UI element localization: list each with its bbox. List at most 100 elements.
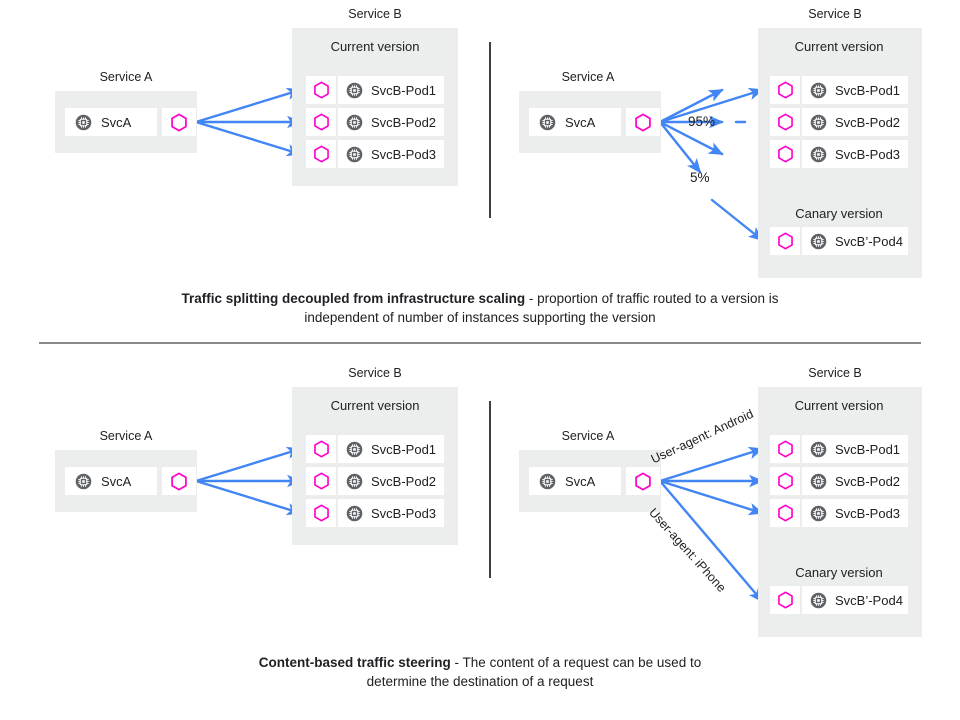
- current-version-label-top-right: Current version: [794, 39, 884, 54]
- service-b-label-top-left: Service B: [348, 7, 402, 21]
- pod-name: SvcB-Pod3: [835, 146, 901, 162]
- edge-label-user-agent-android: User-agent: Android: [648, 406, 756, 467]
- svca-mesh-sidecar-top-right[interactable]: [626, 108, 660, 136]
- arrow-b-to-pod3: [194, 479, 302, 516]
- caption-line2-1: independent of number of instances suppo…: [304, 310, 656, 325]
- pod-card[interactable]: SvcB-Pod1: [338, 435, 444, 463]
- hexagon-icon: [635, 471, 651, 491]
- chip-icon: [810, 441, 827, 457]
- svca-card-top-right[interactable]: SvcA: [529, 108, 621, 136]
- canary-version-label-top-right: Canary version: [795, 206, 883, 221]
- hexagon-icon: [777, 81, 793, 99]
- chip-icon: [75, 473, 92, 489]
- pod-name: SvcB’-Pod4: [835, 592, 903, 608]
- chip-icon: [810, 114, 827, 130]
- arrow-b-to-pod1: [194, 446, 302, 483]
- pod-mesh-cell[interactable]: [770, 499, 800, 527]
- service-a-label-bottom-right: Service A: [561, 429, 615, 443]
- service-a-label-top-left: Service A: [99, 70, 153, 84]
- svca-mesh-sidecar-bottom-left[interactable]: [162, 467, 196, 495]
- arrow-ua-to-pod3: [658, 479, 764, 516]
- pod-mesh-cell[interactable]: [306, 467, 336, 495]
- pod-mesh-cell[interactable]: [306, 499, 336, 527]
- chip-icon: [539, 114, 556, 130]
- svca-card-bottom-right[interactable]: SvcA: [529, 467, 621, 495]
- hexagon-icon: [777, 504, 793, 522]
- service-a-label-bottom-left: Service A: [99, 429, 153, 443]
- hexagon-icon: [313, 145, 329, 163]
- hexagon-icon: [777, 145, 793, 163]
- chip-icon: [75, 114, 92, 130]
- pod-card[interactable]: SvcB-Pod2: [338, 467, 444, 495]
- traffic-percent-canary: 5%: [690, 170, 710, 185]
- chip-icon: [810, 473, 827, 489]
- pod-card[interactable]: SvcB-Pod3: [802, 140, 908, 168]
- pod-mesh-cell[interactable]: [306, 76, 336, 104]
- chip-icon: [346, 441, 363, 457]
- pod-mesh-cell[interactable]: [770, 467, 800, 495]
- pod-mesh-cell[interactable]: [306, 108, 336, 136]
- pod-name: SvcB-Pod1: [371, 441, 437, 457]
- hexagon-icon: [313, 81, 329, 99]
- caption-line2-2: determine the destination of a request: [366, 674, 594, 689]
- service-b-label-top-right: Service B: [808, 7, 862, 21]
- edge-label-user-agent-iphone: User-agent: iPhone: [646, 505, 729, 595]
- pod-mesh-cell[interactable]: [770, 140, 800, 168]
- pod-name: SvcB-Pod1: [835, 82, 901, 98]
- hexagon-icon: [777, 440, 793, 458]
- svca-name-top-left: SvcA: [101, 114, 132, 130]
- arrow-5-to-pod4: [710, 198, 764, 242]
- chip-icon: [539, 473, 556, 489]
- pod-card-canary[interactable]: SvcB’-Pod4: [802, 227, 908, 255]
- hexagon-icon: [777, 472, 793, 490]
- hexagon-icon: [171, 471, 187, 491]
- pod-mesh-cell[interactable]: [770, 586, 800, 614]
- chip-icon: [346, 82, 363, 98]
- chip-icon: [810, 146, 827, 162]
- svca-name-bottom-left: SvcA: [101, 473, 132, 489]
- section-divider: [39, 342, 921, 344]
- pod-mesh-cell[interactable]: [770, 227, 800, 255]
- pod-name: SvcB-Pod3: [835, 505, 901, 521]
- pod-name: SvcB-Pod2: [835, 114, 901, 130]
- arrow-to-pod1: [194, 87, 302, 124]
- pod-card[interactable]: SvcB-Pod3: [338, 140, 444, 168]
- pod-card[interactable]: SvcB-Pod3: [338, 499, 444, 527]
- pod-card[interactable]: SvcB-Pod3: [802, 499, 908, 527]
- svca-mesh-sidecar-top-left[interactable]: [162, 108, 196, 136]
- pod-name: SvcB-Pod3: [371, 505, 437, 521]
- pod-mesh-cell[interactable]: [306, 435, 336, 463]
- chip-icon: [346, 473, 363, 489]
- pod-card[interactable]: SvcB-Pod2: [802, 108, 908, 136]
- chip-icon: [810, 82, 827, 98]
- pod-card[interactable]: SvcB-Pod1: [802, 435, 908, 463]
- caption-bold-1: Traffic splitting decoupled from infrast…: [181, 291, 526, 306]
- current-version-label-bottom-right: Current version: [794, 398, 884, 413]
- hexagon-icon: [635, 112, 651, 132]
- svca-card-bottom-left[interactable]: SvcA: [65, 467, 157, 495]
- chip-icon: [810, 592, 827, 608]
- hexagon-icon: [313, 504, 329, 522]
- hexagon-icon: [171, 112, 187, 132]
- pod-card[interactable]: SvcB-Pod1: [338, 76, 444, 104]
- hexagon-icon: [313, 440, 329, 458]
- pod-card[interactable]: SvcB-Pod2: [802, 467, 908, 495]
- current-version-label-top-left: Current version: [330, 39, 420, 54]
- service-b-label-bottom-right: Service B: [808, 366, 862, 380]
- caption-rest-1: - proportion of traffic routed to a vers…: [525, 291, 779, 306]
- svca-mesh-sidecar-bottom-right[interactable]: [626, 467, 660, 495]
- pod-name: SvcB-Pod3: [371, 146, 437, 162]
- pod-mesh-cell[interactable]: [770, 435, 800, 463]
- pod-mesh-cell[interactable]: [770, 108, 800, 136]
- hexagon-icon: [777, 232, 793, 250]
- pod-card[interactable]: SvcB-Pod2: [338, 108, 444, 136]
- caption-content-based-steering: Content-based traffic steering - The con…: [0, 653, 960, 691]
- pod-card[interactable]: SvcB-Pod1: [802, 76, 908, 104]
- pod-mesh-cell[interactable]: [306, 140, 336, 168]
- svca-card-top-left[interactable]: SvcA: [65, 108, 157, 136]
- vertical-divider-top: [489, 42, 491, 218]
- pod-card-canary[interactable]: SvcB’-Pod4: [802, 586, 908, 614]
- pod-mesh-cell[interactable]: [770, 76, 800, 104]
- pod-name: SvcB-Pod1: [371, 82, 437, 98]
